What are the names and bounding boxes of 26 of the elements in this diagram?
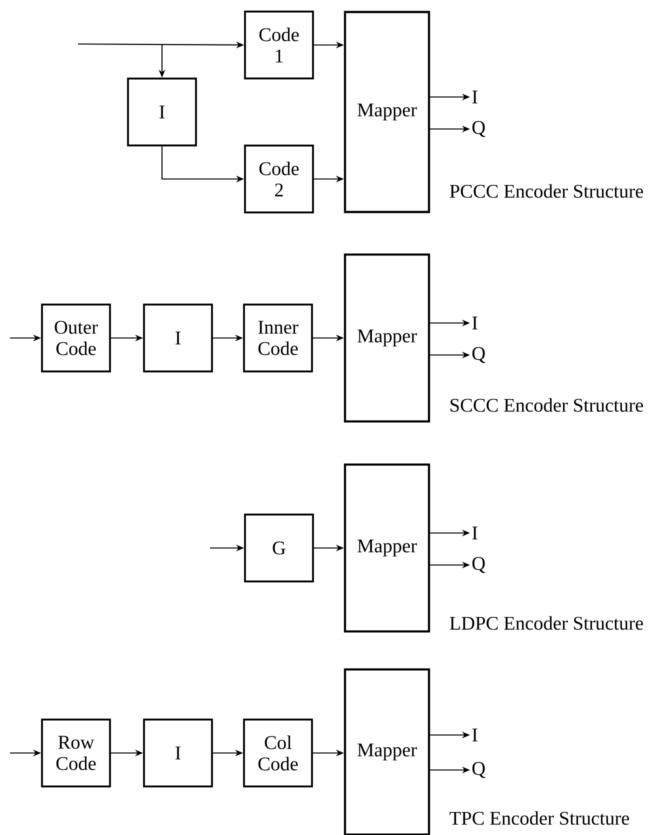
output-label: I — [472, 90, 478, 104]
block-box: I — [127, 78, 197, 146]
block-box: I — [143, 718, 213, 788]
output-label: Q — [472, 557, 486, 573]
caption: PCCC Encoder Structure — [450, 184, 643, 198]
mapper-box: Mapper — [344, 463, 430, 633]
block-box: I — [143, 304, 213, 372]
caption: SCCC Encoder Structure — [450, 398, 643, 412]
block-box: Row Code — [41, 718, 111, 788]
block-box: Outer Code — [41, 304, 111, 372]
block-box: Code 2 — [244, 144, 314, 214]
output-label: I — [472, 526, 478, 540]
block-box: Inner Code — [243, 304, 313, 372]
block-box: Col Code — [243, 718, 313, 788]
mapper-box: Mapper — [344, 668, 430, 835]
output-label: Q — [472, 121, 486, 137]
mapper-box: Mapper — [344, 253, 430, 423]
block-box: G — [244, 514, 314, 582]
caption: LDPC Encoder Structure — [450, 616, 643, 630]
output-label: I — [472, 316, 478, 330]
output-label: Q — [472, 347, 486, 363]
caption: TPC Encoder Structure — [450, 811, 629, 825]
output-label: I — [472, 728, 478, 742]
output-label: Q — [472, 762, 486, 778]
mapper-box: Mapper — [344, 10, 430, 214]
block-box: Code 1 — [244, 10, 314, 80]
